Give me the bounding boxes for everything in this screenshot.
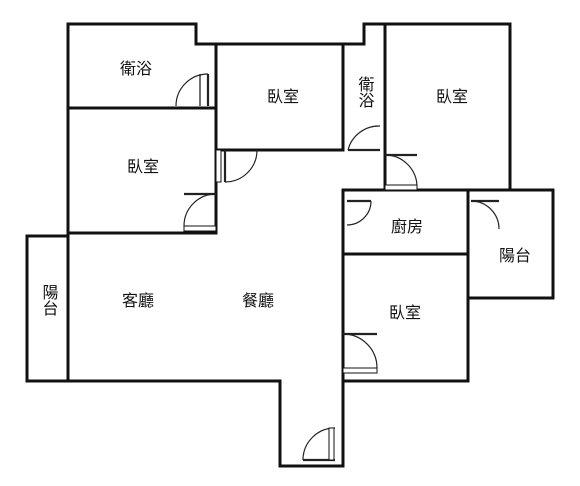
- room-label-balcony-left: 陽台: [40, 284, 58, 316]
- room-label-bedroom-bottom: 臥室: [389, 304, 421, 322]
- room-label-bedroom-top: 臥室: [267, 88, 299, 106]
- room-label-bath-middle: 衛浴: [356, 76, 375, 108]
- room-label-living-room: 客廳: [122, 291, 154, 310]
- room-label-kitchen: 廚房: [391, 217, 423, 236]
- room-label-bath-left: 衛浴: [120, 60, 152, 78]
- room-label-balcony-right: 陽台: [499, 247, 531, 265]
- room-labels: 衛浴 臥室 衛浴 臥室 臥室 廚房 陽台 陽台 客廳 餐廳 臥室: [40, 60, 532, 322]
- room-label-dining-room: 餐廳: [242, 291, 274, 310]
- doors: [175, 73, 500, 462]
- room-label-bedroom-left: 臥室: [127, 158, 159, 176]
- interior-walls: [66, 22, 512, 383]
- room-label-bedroom-right: 臥室: [436, 88, 468, 106]
